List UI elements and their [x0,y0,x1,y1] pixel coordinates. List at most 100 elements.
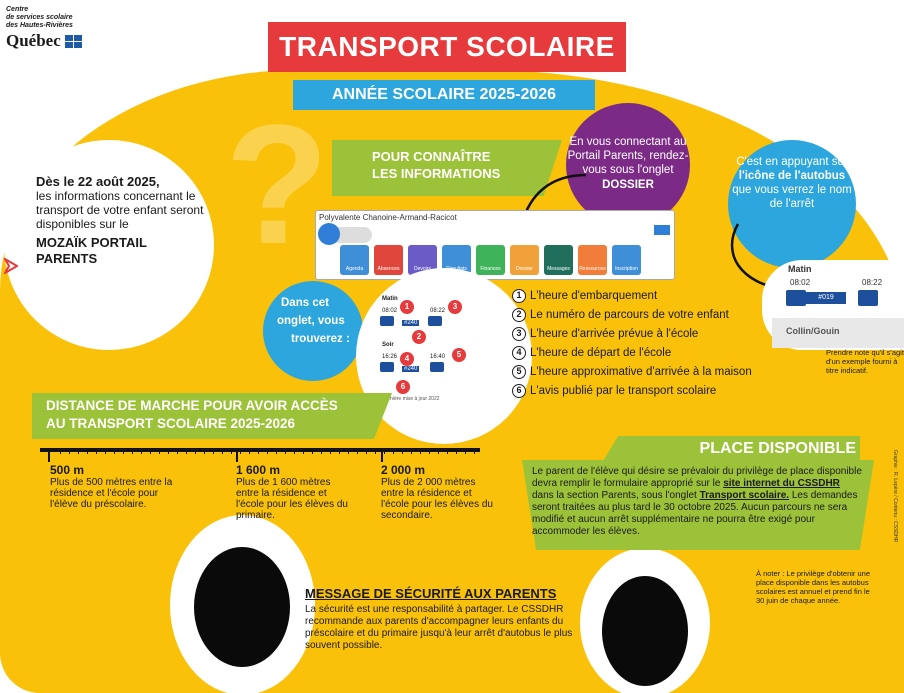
dossier-bubble: En vous connectant au Portail Parents, r… [566,103,690,227]
sched-school-icon-2 [380,362,394,372]
list-item-text: L'heure approximative d'arrivée à la mai… [530,366,752,378]
front-left-wheel [170,515,315,693]
distance-banner: DISTANCE DE MARCHE POUR AVOIR ACCÈS AU T… [32,393,392,439]
place-p3: Les demandes seront traitées au plus tar… [532,490,858,537]
badge-2: 2 [412,330,426,344]
list-item: 1 L'heure d'embarquement [512,289,762,303]
badge-3: 3 [448,300,462,314]
portal-tile[interactable]: Agenda [340,245,369,275]
portal-school-name: Polyvalente Chanoine-Armand-Racicot [319,213,457,222]
portal-tile[interactable]: Messages [544,245,573,275]
dates-date: Dès le 22 août 2025, [36,174,160,189]
list-item-text: L'avis publié par le transport scolaire [530,385,717,397]
logo-line-3: des Hautes-Rivières [6,22,73,29]
place-p1: Le parent de l'élève qui désire se préva… [532,466,862,489]
safety-message-title: MESSAGE DE SÉCURITÉ AUX PARENTS [305,586,557,601]
list-number-badge: 4 [512,346,526,360]
distance-minor-tick [87,448,88,454]
distance-minor-tick [267,448,268,454]
portal-tile[interactable]: Finances [476,245,505,275]
info-banner: POUR CONNAÎTRE LES INFORMATIONS [332,140,562,196]
distance-banner-line-1: DISTANCE DE MARCHE POUR AVOIR ACCÈS [46,398,338,413]
distance-secondary: 2 000 m Plus de 2 000 mètres entre la ré… [381,463,496,521]
place-box [522,460,874,550]
distance-minor-tick [366,448,367,454]
list-item-text: L'heure d'embarquement [530,290,658,302]
distance-minor-tick [132,448,133,454]
distance-secondary-value: 2 000 m [381,463,426,477]
place-note: À noter : Le privilège d'obtenir une pla… [756,569,871,605]
distance-minor-tick [123,448,124,454]
distance-preschool-value: 500 m [50,463,85,477]
onglet-line-3: trouverez : [291,333,350,345]
logo-quebec: Québec [6,31,61,50]
distance-minor-tick [78,448,79,454]
portal-tile[interactable]: Inscription [612,245,641,275]
schedule-circle [356,268,532,444]
sched-caption: Dernière mise à jour 2022 [382,396,440,402]
place-p2: dans la section Parents, sous l'onglet [532,490,697,501]
distance-minor-tick [285,448,286,454]
badge-6: 6 [396,380,410,394]
place-link-site[interactable]: site internet du CSSDHR [723,478,840,489]
question-mark-watermark-icon: ? [225,90,329,280]
page-title: TRANSPORT SCOLAIRE [268,22,626,72]
school-year-subtitle: ANNÉE SCOLAIRE 2025-2026 [293,80,595,110]
rear-wheel [580,548,710,693]
bus-card-route: #019 [806,292,846,304]
distance-minor-tick [69,448,70,454]
distance-minor-tick [384,448,385,454]
credit: Graphie : R. Lepère / Contenu : CSSDHR [892,450,898,543]
bus-bubble-post: que vous verrez le nom de l'arrêt [732,184,852,210]
mozaik-portal-line-1: MOZAÏK PORTAIL [36,235,147,250]
distance-minor-tick [249,448,250,454]
distance-minor-tick [294,448,295,454]
list-number-badge: 5 [512,365,526,379]
bus-stop-name: Collin/Gouin [772,318,904,348]
distance-minor-tick [474,448,475,454]
list-item: 4 L'heure de départ de l'école [512,346,762,360]
list-item-text: L'heure d'arrivée prévue à l'école [530,328,699,340]
distance-minor-tick [402,448,403,454]
badge-1: 1 [400,300,414,314]
list-item-text: L'heure de départ de l'école [530,347,672,359]
distance-minor-tick [105,448,106,454]
distance-minor-tick [177,448,178,454]
bus-card-bus-icon[interactable] [786,290,806,306]
portal-tile[interactable]: Ressources [578,245,607,275]
list-number-badge: 1 [512,289,526,303]
distance-minor-tick [411,448,412,454]
sched-soir-label: Soir [382,342,394,348]
dates-info: Dès le 22 août 2025, les informations co… [36,175,208,267]
example-note: Prendre note qu'il s'agit d'un exemple f… [826,348,904,375]
distance-preschool-text: Plus de 500 mètres entre la résidence et… [50,477,173,510]
portal-menu-icon [654,225,670,235]
distance-minor-tick [159,448,160,454]
distance-minor-tick [186,448,187,454]
distance-minor-tick [393,448,394,454]
portal-tile[interactable]: Absences [374,245,403,275]
distance-primary-text: Plus de 1 600 mètres entre la résidence … [236,477,348,521]
portal-tile[interactable]: Dossier [510,245,539,275]
list-number-badge: 2 [512,308,526,322]
distance-minor-tick [438,448,439,454]
list-item: 5 L'heure approximative d'arrivée à la ma… [512,365,762,379]
portal-toggle [318,223,372,245]
info-banner-line-2: LES INFORMATIONS [372,166,501,181]
dossier-tab-label: DOSSIER [602,179,654,191]
sched-time-1: 08:02 [382,308,398,314]
distance-minor-tick [312,448,313,454]
schedule-sample: Matin 08:02 08:22 #240 1 3 2 Soir 16:26 … [376,294,496,412]
place-link-transport[interactable]: Transport scolaire. [699,490,790,501]
bus-icon-bubble: C'est en appuyant sur l'icône de l'autob… [728,140,856,268]
mozaik-portal-line-2: PARENTS [36,251,98,266]
portal-screenshot: Polyvalente Chanoine-Armand-Racicot Agen… [315,210,675,280]
badge-4: 4 [400,352,414,366]
sched-time-2: 08:22 [430,308,446,314]
distance-minor-tick [348,448,349,454]
safety-message-text: La sécurité est une responsabilité à par… [305,604,573,651]
distance-minor-tick [141,448,142,454]
distance-minor-tick [303,448,304,454]
quebec-flag-icon [64,34,82,48]
